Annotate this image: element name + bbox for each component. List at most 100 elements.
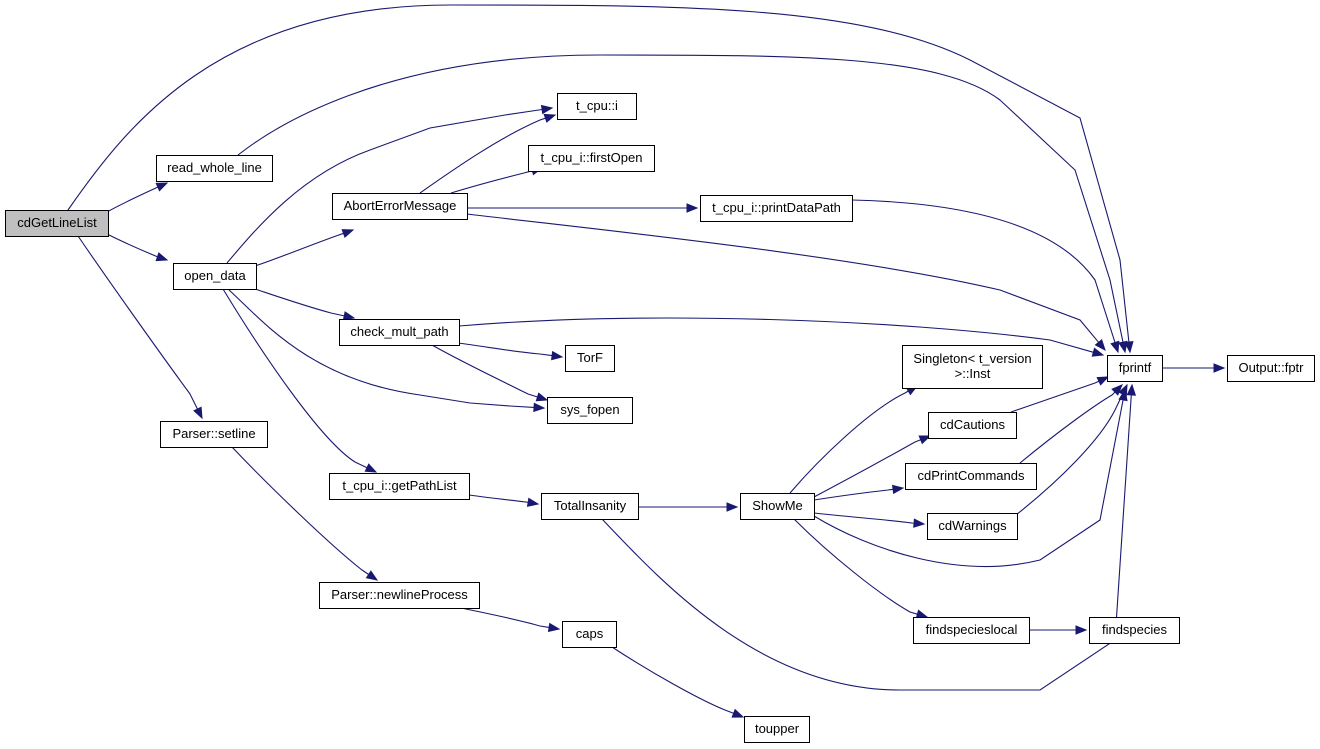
- edge-line: [851, 199, 1116, 343]
- node-sys-fopen[interactable]: sys_fopen: [547, 397, 633, 424]
- node-t-cpu-i-printdatapath[interactable]: t_cpu_i::printDataPath: [700, 195, 853, 222]
- node-cdwarnings[interactable]: cdWarnings: [927, 513, 1018, 540]
- edge-showme-to-singleton-t-version-inst: [789, 385, 919, 494]
- arrowhead: [535, 392, 549, 402]
- edge-findspecieslocal-to-findspecies: [1029, 625, 1088, 635]
- edge-aborterrormessage-to-t-cpu-i-printdatapath: [466, 203, 699, 213]
- node-box: [339, 319, 460, 346]
- node-label: read_whole_line: [167, 160, 262, 175]
- node-box: [565, 345, 615, 372]
- node-output-fptr[interactable]: Output::fptr: [1227, 355, 1315, 382]
- node-parser-newlineprocess[interactable]: Parser::newlineProcess: [319, 582, 480, 609]
- node-label: cdGetLineList: [17, 215, 97, 230]
- arrowhead: [1118, 340, 1128, 354]
- edge-line: [813, 399, 1124, 567]
- node-totalinsanity[interactable]: TotalInsanity: [541, 493, 639, 520]
- arrowhead: [1094, 338, 1106, 352]
- node-t-cpu-i[interactable]: t_cpu::i: [557, 93, 637, 120]
- edge-check-mult-path-to-sys-fopen: [431, 344, 549, 402]
- node-singleton-t-version-inst[interactable]: Singleton< t_version>::Inst: [902, 345, 1043, 389]
- edge-line: [254, 288, 345, 317]
- node-toupper[interactable]: toupper: [744, 716, 810, 743]
- node-label: AbortErrorMessage: [344, 198, 457, 213]
- node-box: [160, 421, 268, 448]
- edge-showme-to-cdprintcommands: [813, 484, 905, 501]
- arrowhead: [526, 497, 540, 507]
- edge-line: [813, 488, 894, 501]
- edge-totalinsanity-to-fprintf: [601, 383, 1137, 691]
- node-label: findspecies: [1102, 622, 1168, 637]
- node-t-cpu-i-getpathlist[interactable]: t_cpu_i::getPathList: [329, 473, 470, 500]
- arrowhead: [918, 435, 932, 445]
- edge-t-cpu-i-getpathlist-to-totalinsanity: [468, 494, 540, 507]
- edge-line: [1019, 391, 1116, 464]
- arrowhead: [1075, 625, 1088, 635]
- node-box: [528, 145, 655, 172]
- edge-line: [789, 390, 909, 494]
- node-box: [329, 473, 470, 500]
- node-findspecies[interactable]: findspecies: [1089, 617, 1180, 644]
- node-label: t_cpu_i::printDataPath: [712, 200, 841, 215]
- node-label: Output::fptr: [1238, 360, 1304, 375]
- edge-line: [1010, 380, 1100, 413]
- arrowhead: [1213, 363, 1226, 373]
- edge-showme-to-findspecieslocal: [793, 518, 929, 619]
- edge-check-mult-path-to-torf: [457, 342, 564, 361]
- node-box: [927, 513, 1018, 540]
- node-box: [557, 93, 637, 120]
- node-label: t_cpu::i: [576, 98, 618, 113]
- node-fprintf[interactable]: fprintf: [1107, 355, 1163, 382]
- node-box: [700, 195, 853, 222]
- node-box: [1227, 355, 1315, 382]
- node-torf[interactable]: TorF: [565, 345, 615, 372]
- edge-fprintf-to-output-fptr: [1162, 363, 1226, 373]
- arrowhead: [540, 104, 554, 115]
- node-box: [5, 210, 109, 237]
- node-aborterrormessage[interactable]: AbortErrorMessage: [332, 193, 468, 220]
- edge-open-data-to-aborterrormessage: [254, 229, 355, 267]
- edge-line: [793, 518, 918, 615]
- node-label: open_data: [184, 268, 246, 283]
- edge-totalinsanity-to-showme: [637, 502, 739, 512]
- edge-showme-to-cdcautions: [813, 435, 932, 498]
- arrowhead: [726, 502, 739, 512]
- node-cdcautions[interactable]: cdCautions: [928, 412, 1017, 439]
- node-showme[interactable]: ShowMe: [740, 493, 815, 520]
- edge-cdgetlinelist-to-parser-setline: [77, 235, 203, 420]
- node-label: ShowMe: [752, 498, 803, 513]
- edge-line: [67, 4, 1130, 343]
- node-box: [1107, 355, 1163, 382]
- edge-line: [458, 317, 1094, 353]
- arrowhead: [551, 350, 564, 361]
- edge-line: [419, 117, 546, 194]
- edge-parser-newlineprocess-to-caps: [460, 607, 561, 633]
- node-box: [740, 493, 815, 520]
- node-open-data[interactable]: open_data: [173, 263, 257, 290]
- node-caps[interactable]: caps: [562, 621, 617, 648]
- edge-line: [106, 186, 159, 213]
- node-label: >::Inst: [955, 366, 991, 381]
- arrowhead: [155, 182, 169, 192]
- node-check-mult-path[interactable]: check_mult_path: [339, 319, 460, 346]
- arrowhead: [913, 518, 926, 528]
- node-label: Parser::setline: [172, 426, 255, 441]
- node-box: [1089, 617, 1180, 644]
- arrowhead: [892, 484, 905, 495]
- node-label: cdCautions: [940, 417, 1006, 432]
- node-findspecieslocal[interactable]: findspecieslocal: [913, 617, 1030, 644]
- node-box: [913, 617, 1030, 644]
- arrowhead: [342, 311, 356, 321]
- edge-line: [468, 494, 529, 503]
- edge-line: [222, 288, 368, 469]
- node-t-cpu-i-firstopen[interactable]: t_cpu_i::firstOpen: [528, 145, 655, 172]
- node-cdgetlinelist[interactable]: cdGetLineList: [5, 210, 109, 237]
- node-read-whole-line[interactable]: read_whole_line: [156, 155, 273, 182]
- edge-line: [813, 512, 915, 524]
- node-cdprintcommands[interactable]: cdPrintCommands: [905, 463, 1037, 490]
- edge-line: [813, 439, 921, 498]
- node-label: TorF: [577, 350, 603, 365]
- edge-line: [460, 607, 550, 628]
- node-parser-setline[interactable]: Parser::setline: [160, 421, 268, 448]
- arrowhead: [193, 406, 203, 420]
